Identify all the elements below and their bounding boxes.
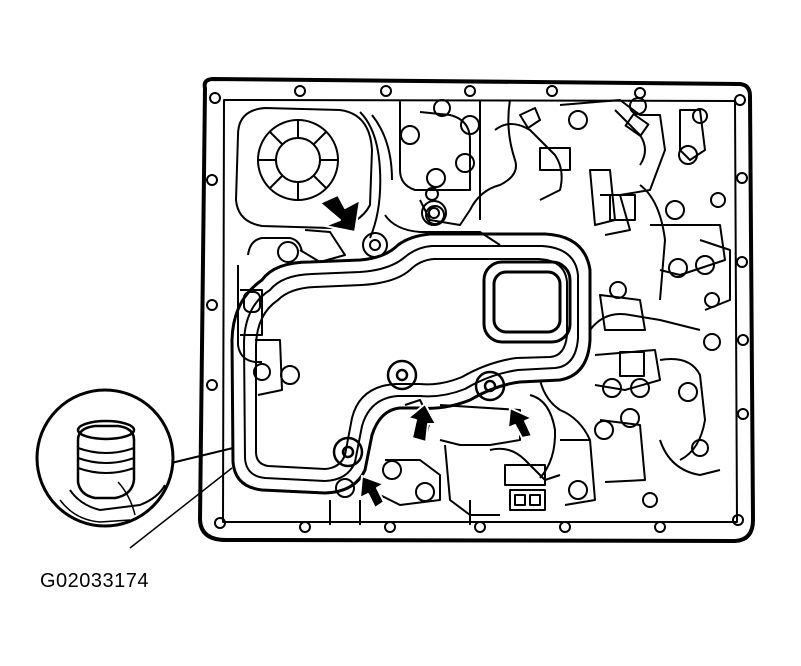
figure-id-label: G02033174 xyxy=(40,570,150,592)
pan-inner-outline xyxy=(223,100,737,522)
detail-inset xyxy=(37,390,173,526)
detail-leader-line xyxy=(163,448,233,465)
callout-arrow-1 xyxy=(320,195,360,232)
callout-arrow-2 xyxy=(408,404,436,442)
solenoid-gear xyxy=(236,108,392,238)
callout-arrow-3 xyxy=(508,408,532,438)
perimeter-bolt-holes xyxy=(207,86,748,532)
pan-outline xyxy=(200,79,753,541)
detail-leader-line-2 xyxy=(130,468,232,548)
callout-arrow-4 xyxy=(360,476,384,508)
callout-arrows xyxy=(320,195,532,508)
valve-body-lower xyxy=(330,282,720,525)
filter-bolts xyxy=(334,361,504,466)
valve-body-upper xyxy=(385,98,730,310)
